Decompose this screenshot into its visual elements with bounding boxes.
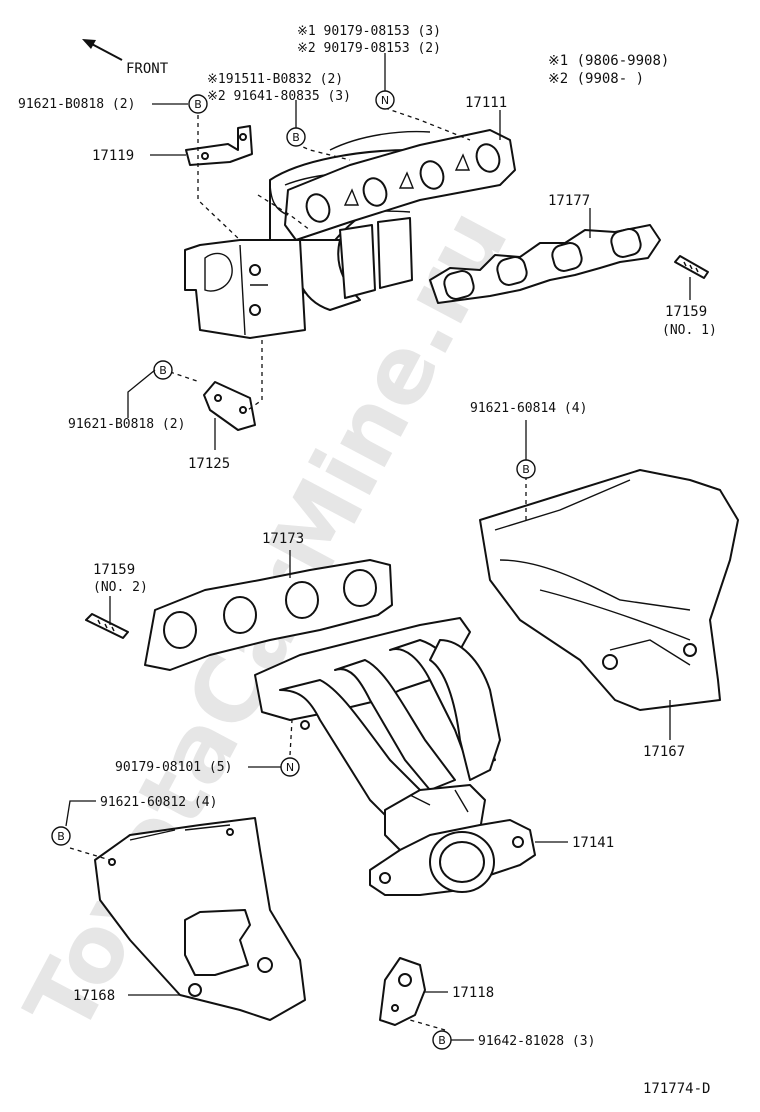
symbol-b-top-mid: B	[286, 127, 306, 147]
symbol-n-lower: N	[280, 757, 300, 777]
label-bolts-b-1: ※191511-B0832 (2)	[207, 72, 343, 87]
stud-17159-no1	[674, 255, 709, 279]
heat-insulator-17167	[479, 469, 739, 711]
svg-text:B: B	[522, 463, 530, 476]
label-bolts-b-2: ※2 91641-80835 (3)	[207, 89, 351, 104]
dash-line	[295, 143, 351, 161]
label-nuts-n-1: ※1 90179-08153 (3)	[297, 24, 441, 39]
dash-line	[289, 719, 293, 756]
label-17119: 17119	[92, 148, 134, 164]
symbol-b-left-mid: B	[153, 360, 173, 380]
label-17173: 17173	[262, 531, 304, 547]
label-bolt-cover-right: 91621-60814 (4)	[470, 401, 587, 416]
label-17159-1-note: (NO. 1)	[662, 323, 717, 338]
label-nuts-n-2: ※2 90179-08153 (2)	[297, 41, 441, 56]
dash-line	[384, 107, 471, 141]
bracket-17119	[185, 125, 253, 166]
gasket-17173	[144, 559, 393, 671]
bracket-17125	[203, 381, 256, 431]
svg-text:N: N	[381, 94, 389, 107]
front-label: FRONT	[126, 61, 169, 77]
label-17118: 17118	[452, 985, 494, 1001]
svg-text:B: B	[159, 364, 167, 377]
svg-text:N: N	[286, 761, 294, 774]
svg-text:B: B	[292, 131, 300, 144]
dash-line	[69, 847, 111, 861]
label-bolt-lower-left: 91621-B0818 (2)	[68, 417, 185, 432]
leader-line	[65, 800, 96, 827]
front-arrow-icon	[82, 39, 123, 61]
dash-line	[409, 1019, 446, 1031]
svg-text:B: B	[57, 830, 65, 843]
label-nut-lower: 90179-08101 (5)	[115, 760, 232, 775]
label-bolt-cover-left: 91621-60812 (4)	[100, 795, 217, 810]
symbol-b-top-left: B	[188, 94, 208, 114]
label-bolt-top-left: 91621-B0818 (2)	[18, 97, 135, 112]
label-17177: 17177	[548, 193, 590, 209]
gasket-17177	[429, 224, 661, 304]
symbol-n-top: N	[375, 90, 395, 110]
symbol-b-lower-left: B	[51, 826, 71, 846]
label-17159-1: 17159	[665, 304, 707, 320]
bracket-17118	[379, 957, 426, 1026]
exhaust-manifold-17141	[254, 617, 536, 896]
note-2: ※2 (9908- )	[548, 71, 644, 87]
exhaust-manifold-upper	[184, 129, 516, 339]
stud-17159-no2	[85, 613, 129, 639]
label-17111: 17111	[465, 95, 507, 111]
drawing-code: 171774-D	[643, 1081, 710, 1097]
symbol-b-bottom: B	[432, 1030, 452, 1050]
dash-line	[244, 340, 263, 413]
heat-insulator-17168	[94, 817, 306, 1021]
dash-line	[197, 115, 241, 241]
label-17141: 17141	[572, 835, 614, 851]
symbol-b-right: B	[516, 459, 536, 479]
note-1: ※1 (9806-9908)	[548, 53, 669, 69]
label-17125: 17125	[188, 456, 230, 472]
svg-text:B: B	[438, 1034, 446, 1047]
leader-line	[127, 369, 156, 418]
label-17159-2-note: (NO. 2)	[93, 580, 148, 595]
label-17167: 17167	[643, 744, 685, 760]
label-17168: 17168	[73, 988, 115, 1004]
label-bolt-bracket: 91642-81028 (3)	[478, 1034, 595, 1049]
dash-line	[169, 371, 201, 383]
svg-text:B: B	[194, 98, 202, 111]
label-17159-2: 17159	[93, 562, 135, 578]
